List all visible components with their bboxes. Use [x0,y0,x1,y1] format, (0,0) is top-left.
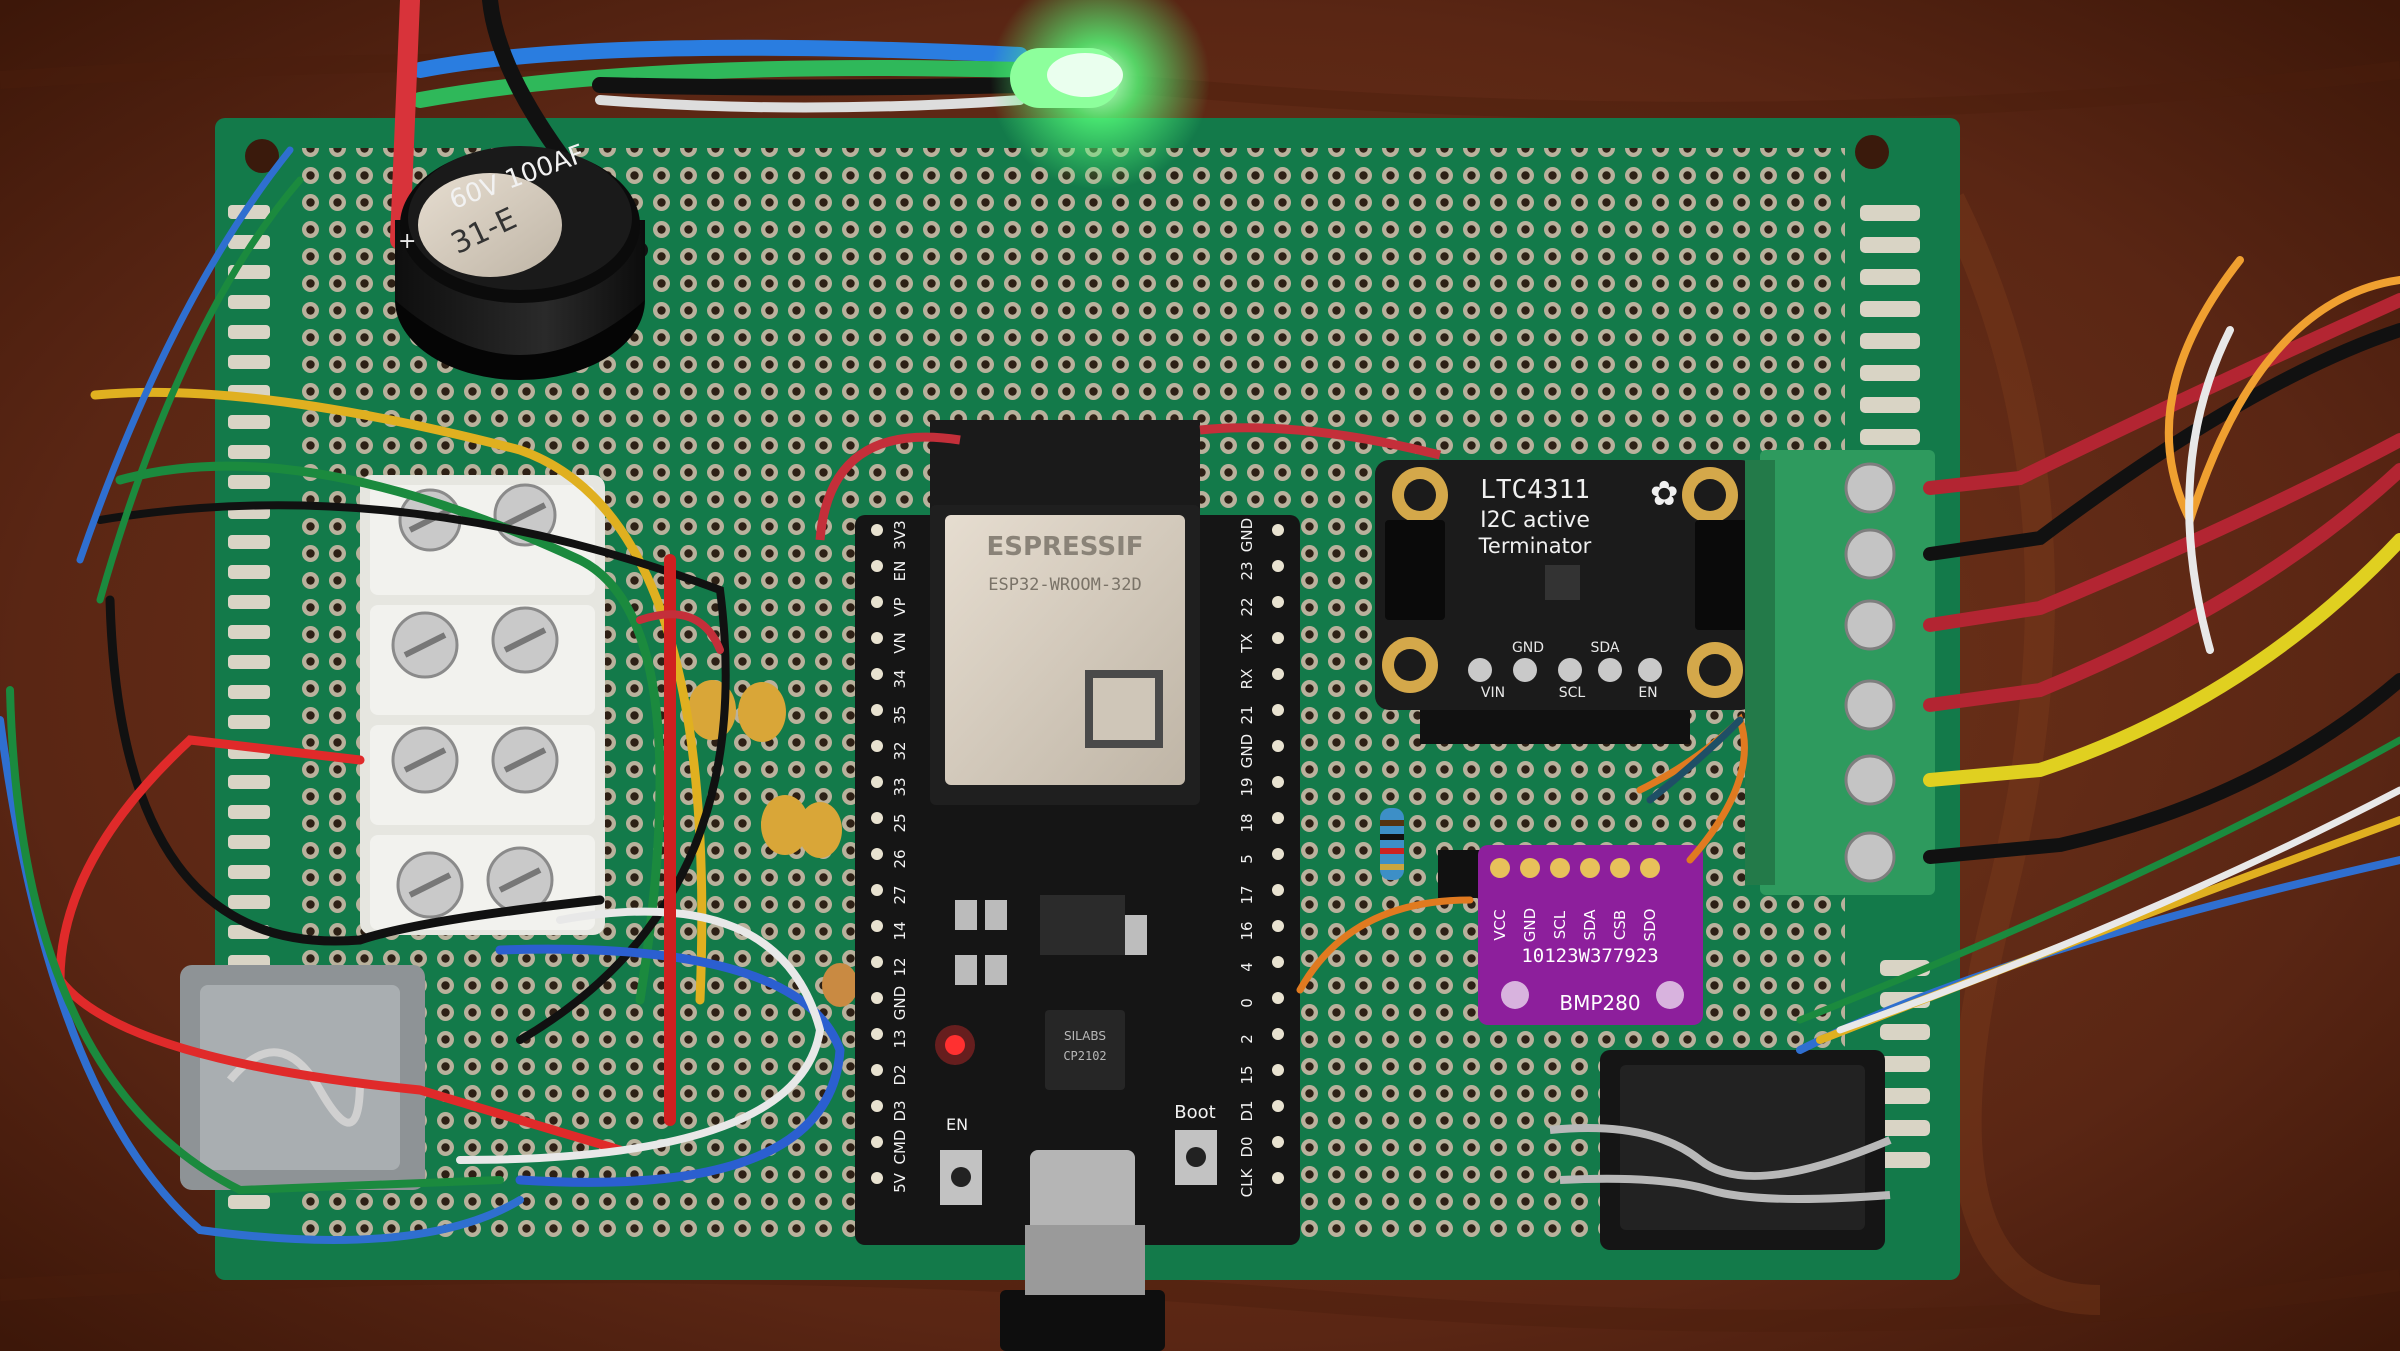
pin-label: RX [1238,669,1256,690]
esp32-right-pin-labels: GND 23 22 TX RX 21 GND 19 18 5 17 16 4 0… [1238,518,1256,1198]
ltc4311-title: LTC4311 [1480,475,1590,505]
usb-chip-part: CP2102 [1063,1049,1106,1063]
pin-label: D0 [1238,1136,1256,1157]
bmp280-pin-label: CSB [1611,910,1629,940]
pin-label: 3V3 [891,520,909,549]
pin-label: 18 [1238,813,1256,832]
pin-label: 17 [1238,885,1256,904]
pin-label: 35 [891,705,909,724]
adafruit-star-icon: ✿ [1650,474,1679,514]
ltc4311-subtitle: I2C active [1480,508,1590,533]
pin-label: 0 [1238,998,1256,1008]
pin-label: 16 [1238,921,1256,940]
pin-label: 15 [1238,1065,1256,1084]
pin-label: 19 [1238,777,1256,796]
white-screw-terminal-block [360,475,605,935]
bmp280-breakout: VCC GND SCL SDA CSB SDO 10123W377923 BMP… [1438,845,1703,1025]
pin-label: 14 [891,921,909,940]
ltc4311-pin-label: GND [1512,640,1544,656]
pin-label: 13 [891,1029,909,1048]
pin-label: 22 [1238,597,1256,616]
bmp280-pin-label: SDO [1641,909,1659,942]
pin-label: 4 [1238,962,1256,972]
ltc4311-subtitle-2: Terminator [1478,534,1592,558]
pin-label: GND [891,986,909,1020]
pin-label: 33 [891,777,909,796]
pin-label: 2 [1238,1034,1256,1044]
pin-label: VN [891,632,909,653]
wire-bundle-left [0,146,845,1244]
bmp280-pin-label: VCC [1491,909,1509,940]
pin-label: VP [891,597,909,616]
bmp280-pin-label: SCL [1551,910,1569,939]
green-terminal-block [1745,450,1935,895]
pin-label: TX [1238,633,1256,653]
pin-label: 32 [891,741,909,760]
pin-label: D3 [891,1100,909,1121]
pin-label: 25 [891,813,909,832]
esp32-dev-board: ESPRESSIF ESP32-WROOM-32D 3V3 EN VP VN [855,420,1300,1351]
red-jumper-wire [815,423,1442,541]
ltc4311-pin-label: SDA [1591,640,1620,656]
bmp280-name: BMP280 [1559,991,1640,1015]
pin-label: 5 [1238,854,1256,864]
ltc4311-pin-label: VIN [1481,685,1505,701]
pin-label: 27 [891,885,909,904]
ltc4311-pin-label: SCL [1559,685,1586,701]
pin-label: 5V [891,1172,909,1193]
green-led [990,0,1210,190]
pin-label: 26 [891,849,909,868]
usb-cable [1000,1290,1165,1351]
bmp280-pin-label: SDA [1581,909,1599,941]
pin-label: 34 [891,669,909,688]
pin-label: CMD [891,1130,909,1165]
ltc4311-breakout: LTC4311 I2C active Terminator ✿ VIN GND … [1375,460,1755,744]
pin-label: EN [891,561,909,582]
pin-label: GND [1238,734,1256,768]
esp32-left-pin-labels: 3V3 EN VP VN 34 35 32 33 25 26 27 14 12 … [891,520,909,1193]
black-header-connector [1549,1050,1892,1250]
pin-label: 23 [1238,561,1256,580]
led-wires [390,0,1028,258]
electrolytic-capacitor: 60V 100AF 31-E + [395,139,645,380]
wire-bundle-right [1296,256,2400,1054]
esp32-module-name: ESP32-WROOM-32D [988,575,1142,595]
en-button-label: EN [946,1115,968,1134]
pin-label: 21 [1238,705,1256,724]
pin-label: 12 [891,957,909,976]
capacitor-polarity: + [398,229,416,254]
pin-label: CLK [1238,1168,1256,1198]
pin-label: D1 [1238,1100,1256,1121]
bmp280-code: 10123W377923 [1521,945,1658,967]
usb-c-port [1030,1150,1135,1235]
usb-chip-brand: SILABS [1064,1029,1106,1043]
pin-label: D2 [891,1064,909,1085]
boot-button-label: Boot [1174,1102,1215,1123]
pin-label: GND [1238,518,1256,552]
ceramic-capacitors [688,680,858,1007]
resistor [1380,808,1404,880]
esp32-brand: ESPRESSIF [986,532,1143,562]
bmp280-pin-label: GND [1521,908,1539,942]
cp2102-chip [1045,1010,1125,1090]
ltc4311-pin-label: EN [1638,685,1657,701]
